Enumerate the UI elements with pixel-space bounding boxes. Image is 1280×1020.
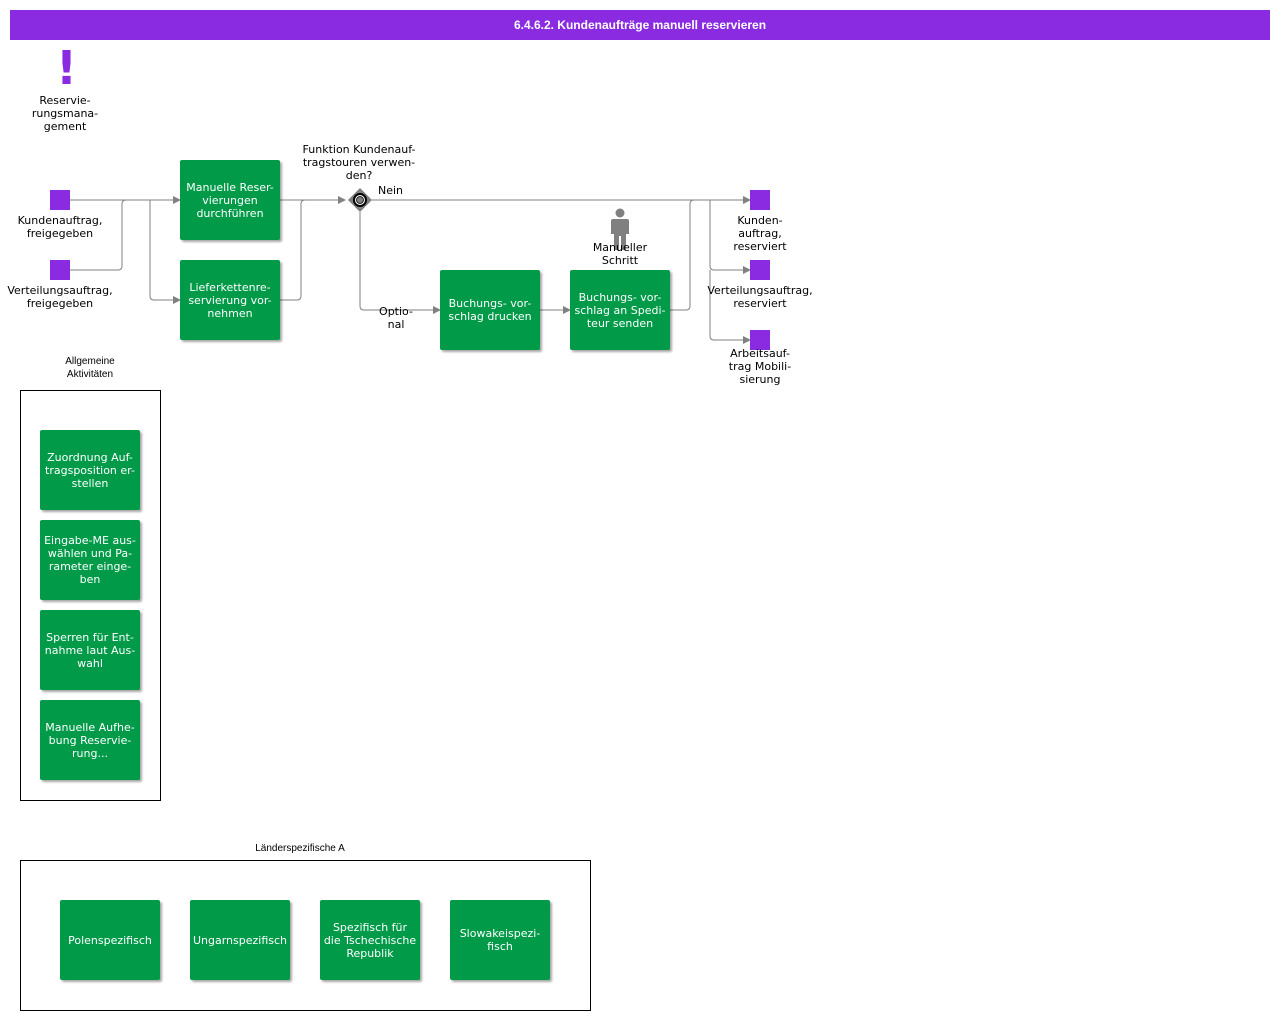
diagram-title: 6.4.6.2. Kundenaufträge manuell reservie… — [10, 10, 1270, 40]
country-activity-poland-label: Polenspezifisch — [68, 933, 152, 947]
gateway-optional-label: Optio- nal — [379, 305, 413, 331]
activity-supply-chain-reservation-label: Lieferkettenre- servierung vor- nehmen — [188, 280, 272, 320]
country-activity-hungary-label: Ungarnspezifisch — [192, 933, 288, 947]
activity-send-booking-proposal[interactable]: Buchungs- vor- schlag an Spedi- teur sen… — [570, 270, 670, 350]
general-activity-1-label: Zuordnung Auf- tragsposition er- stellen — [45, 450, 135, 490]
event-output-distribution-order-reserved[interactable] — [750, 260, 770, 280]
activity-manual-reservation-label: Manuelle Reser- vierungen durchführen — [186, 180, 274, 220]
general-activity-3-label: Sperren für Ent- nahme laut Aus- wahl — [44, 630, 136, 670]
event-output-work-order-mobilization[interactable] — [750, 330, 770, 350]
general-activity-2-label: Eingabe-ME aus- wählen und Pa- rameter e… — [44, 534, 136, 586]
connector-input-2 — [70, 199, 150, 271]
country-activity-czech[interactable]: Spezifisch für die Tschechische Republik — [320, 900, 420, 980]
event-input-distribution-order[interactable] — [50, 260, 70, 280]
connector-supply-to-gateway — [280, 199, 306, 301]
gateway-no-label: Nein — [378, 184, 404, 197]
connector-out-2 — [709, 200, 751, 274]
trigger-label: Reservie- rungsmana- gement — [31, 94, 99, 133]
connector-optional — [359, 212, 441, 314]
gateway-question-label: Funktion Kundenauf- tragstouren verwen- … — [302, 143, 416, 182]
general-activity-4[interactable]: Manuelle Aufhe- bung Reservie- rung... — [40, 700, 140, 780]
country-group-title: Länderspezifische A — [255, 843, 345, 854]
general-group-title: Allgemeine Aktivitäten — [65, 356, 115, 380]
exclamation-icon: ! — [56, 41, 77, 95]
country-activity-slovakia[interactable]: Slowakeispezi- fisch — [450, 900, 550, 980]
event-output-distribution-order-reserved-label: Verteilungsauftrag, reserviert — [707, 284, 813, 310]
country-activity-czech-label: Spezifisch für die Tschechische Republik — [323, 920, 417, 960]
connector-split-bottom — [149, 200, 181, 304]
country-specific-group — [20, 860, 591, 1011]
activity-print-booking-proposal-label: Buchungs- vor- schlag drucken — [448, 297, 532, 323]
general-activity-2[interactable]: Eingabe-ME aus- wählen und Pa- rameter e… — [40, 520, 140, 600]
connector-out-3 — [709, 270, 751, 344]
connector-send-to-merge — [670, 199, 695, 311]
event-input-customer-order[interactable] — [50, 190, 70, 210]
event-output-customer-order-reserved-label: Kunden- auftrag, reserviert — [733, 214, 787, 253]
activity-manual-reservation[interactable]: Manuelle Reser- vierungen durchführen — [180, 160, 280, 240]
activity-send-booking-proposal-label: Buchungs- vor- schlag an Spedi- teur sen… — [574, 290, 666, 330]
manual-step-label: Manueller Schritt — [592, 241, 648, 267]
event-input-distribution-order-label: Verteilungsauftrag, freigegeben — [7, 284, 113, 310]
event-input-customer-order-label: Kundenauftrag, freigegeben — [17, 214, 103, 240]
country-activity-poland[interactable]: Polenspezifisch — [60, 900, 160, 980]
activity-supply-chain-reservation[interactable]: Lieferkettenre- servierung vor- nehmen — [180, 260, 280, 340]
country-activity-slovakia-label: Slowakeispezi- fisch — [459, 927, 541, 953]
country-activity-hungary[interactable]: Ungarnspezifisch — [190, 900, 290, 980]
general-activity-1[interactable]: Zuordnung Auf- tragsposition er- stellen — [40, 430, 140, 510]
activity-print-booking-proposal[interactable]: Buchungs- vor- schlag drucken — [440, 270, 540, 350]
general-activity-4-label: Manuelle Aufhe- bung Reservie- rung... — [45, 720, 135, 760]
event-gateway-icon[interactable] — [348, 188, 372, 212]
general-activity-3[interactable]: Sperren für Ent- nahme laut Aus- wahl — [40, 610, 140, 690]
event-output-customer-order-reserved[interactable] — [750, 190, 770, 210]
event-output-work-order-mobilization-label: Arbeitsauf- trag Mobili- sierung — [728, 347, 792, 386]
person-icon — [611, 208, 629, 250]
